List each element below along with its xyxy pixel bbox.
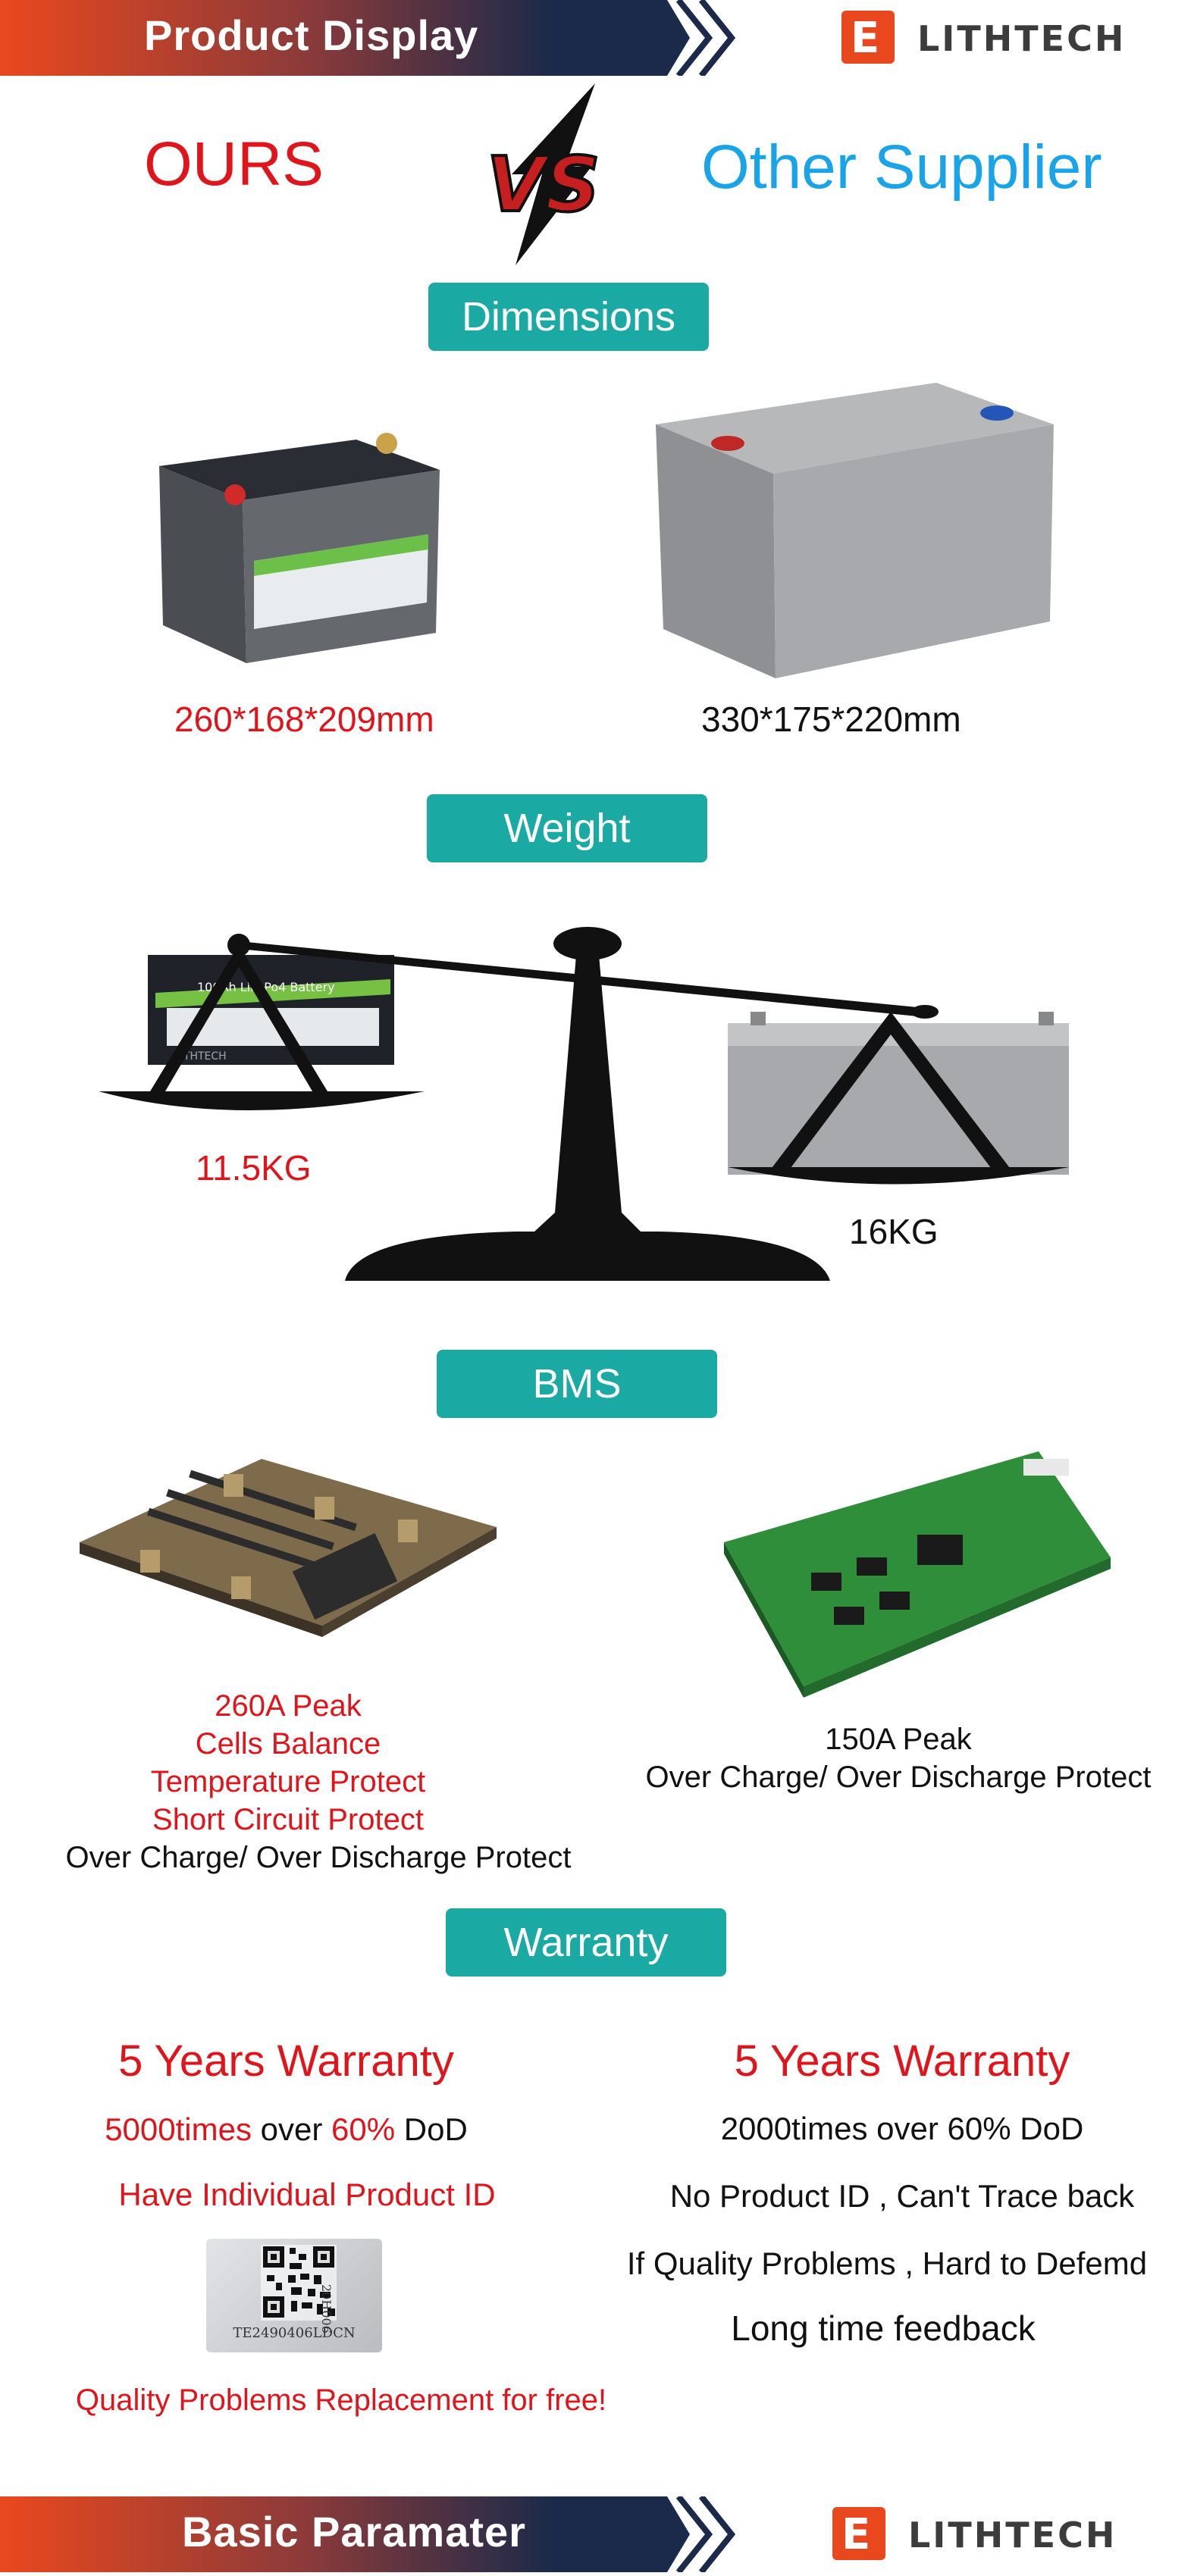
other-bms-board-image [724, 1451, 1111, 1698]
header-banner-bg [0, 0, 736, 78]
other-bms-feature: Over Charge/ Over Discharge Protect [645, 1761, 1152, 1794]
page-title: Product Display [144, 11, 479, 59]
ours-product-id: Have Individual Product ID [118, 2177, 496, 2212]
ours-label: OURS [144, 130, 324, 199]
ours-warranty-title: 5 Years Warranty [118, 2036, 454, 2086]
ours-bms-board-image [80, 1459, 497, 1637]
ours-battery-sticker-text: 100Ah LiFePo4 Battery [197, 980, 335, 994]
weight-heading: Weight [427, 794, 707, 862]
other-dimensions-value: 330*175*220mm [701, 700, 961, 739]
ours-replacement-text: Quality Problems Replacement for free! [75, 2384, 607, 2417]
other-label: Other Supplier [701, 133, 1102, 202]
ours-cycles-dod: DoD [395, 2111, 468, 2147]
qr-side-text: 20H006 [319, 2284, 334, 2333]
footer-banner-bg [0, 2494, 736, 2574]
qr-serial-text: TE2490406LDCN [233, 2325, 356, 2341]
ours-warranty-cycles: 5000times over 60% DoD [0, 2111, 572, 2148]
other-weight-value: 16KG [849, 1212, 939, 1251]
footer-logo-text: LITHTECH [908, 2515, 1117, 2556]
ours-bms-feature: Temperature Protect [150, 1765, 426, 1798]
ours-bms-feature: Cells Balance [195, 1727, 381, 1761]
other-warranty-line: If Quality Problems , Hard to Defemd [626, 2246, 1148, 2281]
dimensions-heading: Dimensions [428, 283, 709, 351]
logo-mark-icon: E [841, 11, 895, 64]
ours-cycles-over: over [251, 2111, 332, 2147]
ours-bms-feature: Short Circuit Protect [152, 1803, 424, 1836]
other-warranty-title: 5 Years Warranty [734, 2036, 1070, 2086]
vs-badge-icon: VS [485, 83, 601, 265]
ours-bms-features: 260A Peak Cells Balance Temperature Prot… [30, 1687, 546, 1839]
logo-text: LITHTECH [917, 18, 1127, 59]
other-warranty-line: Long time feedback [731, 2308, 1036, 2348]
footer-banner: Basic Paramater [0, 2494, 758, 2574]
other-bms-features: 150A Peak Over Charge/ Over Discharge Pr… [614, 1720, 1183, 1796]
footer-title: Basic Paramater [182, 2508, 526, 2556]
qr-code-icon [261, 2245, 337, 2321]
bms-heading: BMS [437, 1350, 717, 1418]
balance-scale-image: 100Ah LiFePo4 Battery LITHTECH [99, 927, 1069, 1281]
other-battery-image [656, 383, 1054, 678]
ours-weight-value: 11.5KG [196, 1148, 312, 1188]
ours-dimensions-value: 260*168*209mm [174, 700, 434, 739]
vs-text: VS [487, 140, 600, 229]
ours-battery-image [159, 433, 440, 663]
warranty-heading: Warranty [446, 1908, 726, 1977]
ours-cycles-count: 5000times [105, 2111, 252, 2147]
footer-logo-mark-icon: E [832, 2507, 885, 2560]
other-warranty-line: No Product ID , Can't Trace back [669, 2178, 1135, 2214]
ours-bms-feature: 260A Peak [215, 1689, 362, 1723]
other-bms-feature: 150A Peak [825, 1723, 972, 1756]
other-warranty-line: 2000times over 60% DoD [720, 2111, 1084, 2146]
qr-label-image: TE2490406LDCN 20H006 [206, 2239, 382, 2352]
ours-bms-feature-last: Over Charge/ Over Discharge Protect [65, 1841, 572, 1874]
ours-cycles-percent: 60% [331, 2111, 396, 2147]
header-banner: Product Display [0, 0, 758, 78]
other-battery-on-scale [728, 1012, 1069, 1175]
